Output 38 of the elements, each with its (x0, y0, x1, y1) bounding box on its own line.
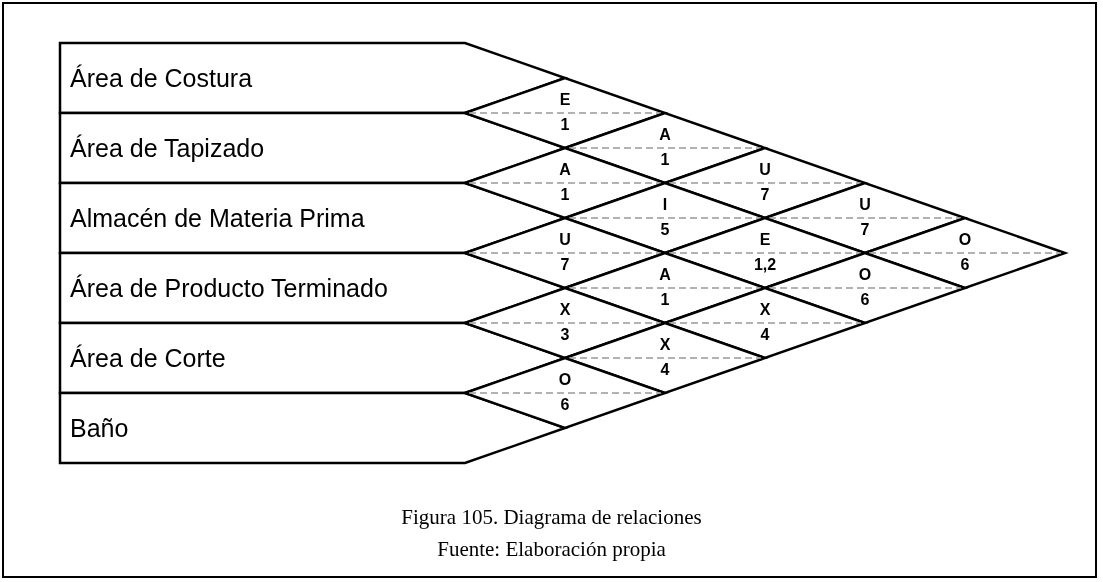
department-name: Almacén de Materia Prima (70, 203, 365, 234)
reason-code: 6 (559, 396, 571, 414)
reason-code: 7 (859, 221, 871, 239)
reason-code: 5 (659, 221, 671, 239)
reason-code: 6 (859, 291, 871, 309)
closeness-code: A (658, 126, 672, 144)
department-name: Área de Costura (70, 63, 253, 94)
closeness-code: I (661, 196, 669, 214)
closeness-code: U (858, 196, 872, 214)
closeness-code: X (558, 301, 572, 319)
closeness-code: A (658, 266, 672, 284)
closeness-code: O (857, 266, 873, 284)
closeness-code: X (658, 336, 672, 354)
department-name: Baño (70, 413, 129, 444)
closeness-code: U (758, 161, 772, 179)
reason-code: 7 (759, 186, 771, 204)
closeness-code: O (957, 231, 973, 249)
reason-code: 4 (759, 326, 771, 344)
department-name: Área de Tapizado (70, 133, 265, 164)
closeness-code: A (558, 161, 572, 179)
reason-code: 3 (559, 326, 571, 344)
closeness-code: O (557, 371, 573, 389)
reason-code: 1 (559, 186, 571, 204)
figure-caption: Figura 105. Diagrama de relaciones (401, 505, 702, 529)
department-name: Área de Corte (70, 343, 226, 374)
reason-code: 1 (559, 116, 571, 134)
closeness-code: E (558, 91, 572, 109)
closeness-code: E (758, 231, 772, 249)
reason-code: 6 (959, 256, 971, 274)
reason-code: 1 (659, 291, 671, 309)
reason-code: 1,2 (752, 256, 778, 274)
closeness-code: X (758, 301, 772, 319)
department-name: Área de Producto Terminado (70, 273, 388, 304)
source-note: Fuente: Elaboración propia (437, 537, 666, 561)
reason-code: 7 (559, 256, 571, 274)
closeness-code: U (558, 231, 572, 249)
reason-code: 1 (659, 151, 671, 169)
reason-code: 4 (659, 361, 671, 379)
